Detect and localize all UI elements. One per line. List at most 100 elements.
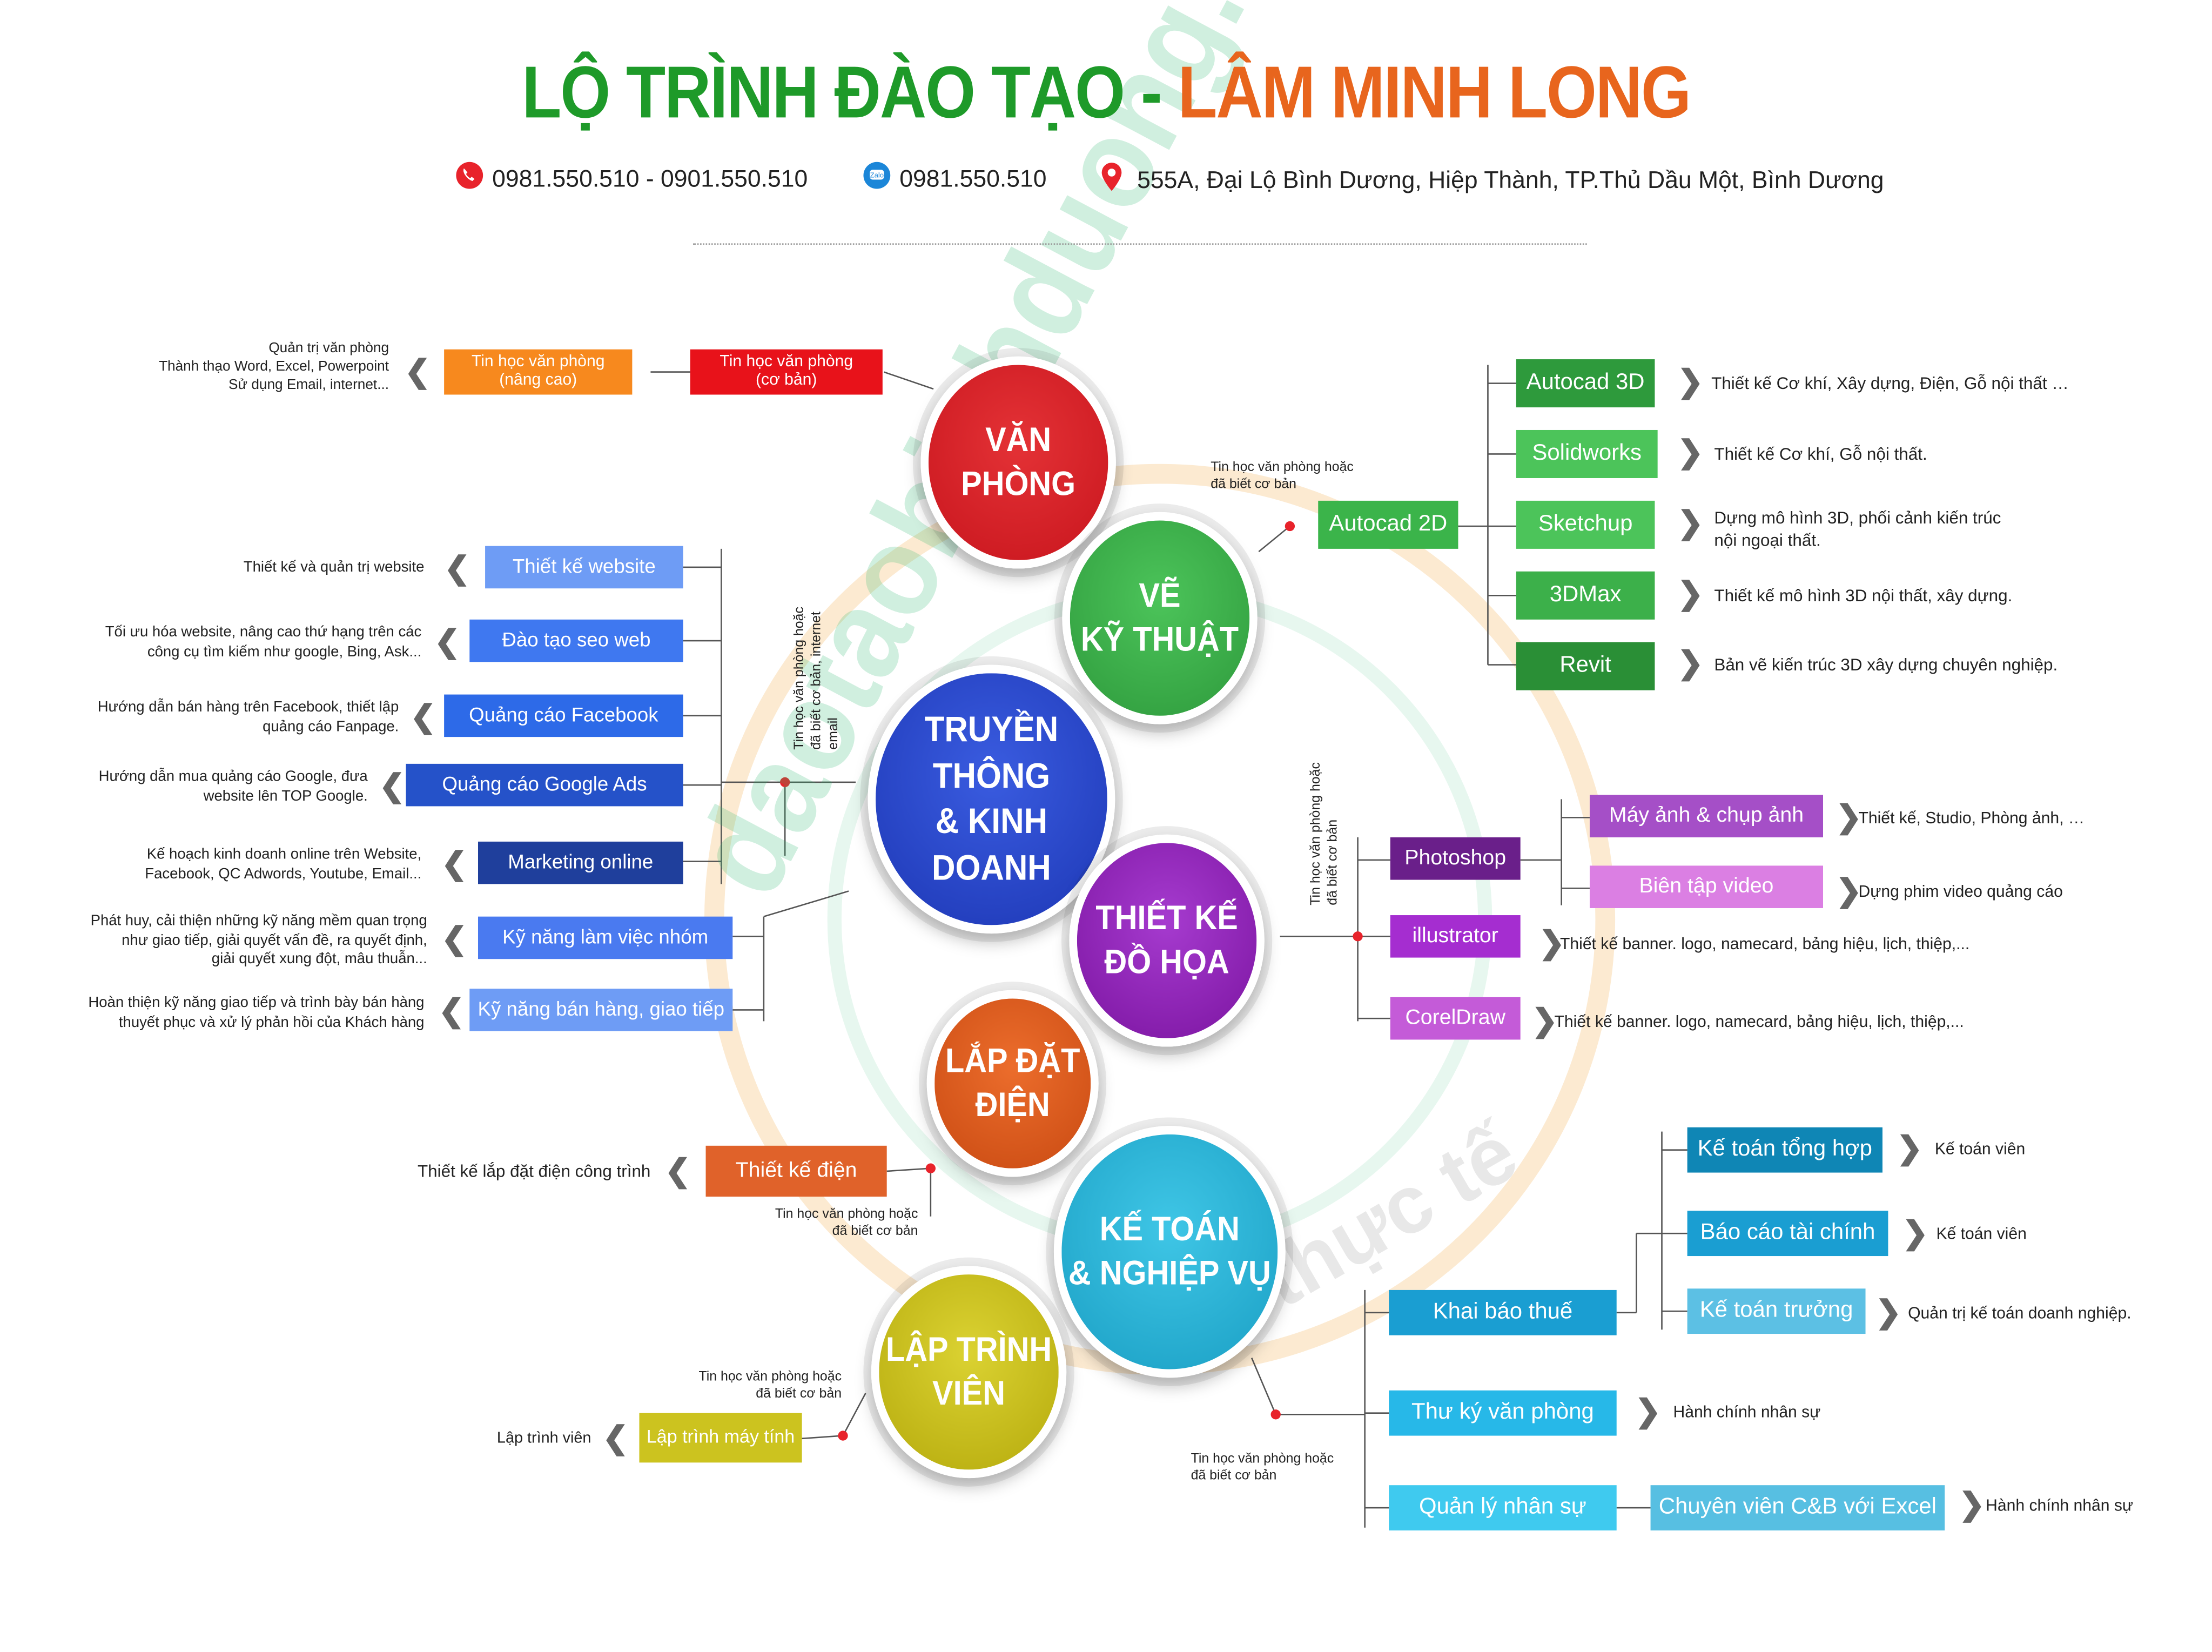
circle-lap-trinh-vien[interactable]: LẬP TRÌNH VIÊN [871, 1266, 1067, 1479]
desc-thiet-ke-dien: Thiết kế lắp đặt điện công trình [417, 1161, 651, 1181]
box-khai-bao-thue[interactable]: Khai báo thuế [1389, 1290, 1617, 1335]
chevron-right-icon: ❯ [1875, 1294, 1902, 1330]
circle-lap-dat-dien[interactable]: LẮP ĐẶT ĐIỆN [926, 990, 1099, 1177]
chevron-right-icon: ❯ [1635, 1393, 1662, 1429]
box-may-anh-chup-anh[interactable]: Máy ảnh & chụp ảnh [1589, 795, 1823, 838]
page-title: LỘ TRÌNH ĐÀO TẠO - LÂM MINH LONG [133, 51, 2080, 136]
chevron-right-icon: ❯ [1531, 1003, 1558, 1038]
contact-address: 555A, Đại Lộ Bình Dương, Hiệp Thành, TP.… [1100, 161, 1884, 199]
box-thu-ky-van-phong[interactable]: Thư ký văn phòng [1389, 1390, 1617, 1436]
note-kt-prereq: Tin học văn phòng hoặc đã biết cơ bản [1191, 1451, 1334, 1484]
circle-ve-ky-thuat[interactable]: VẼ KỸ THUẬT [1062, 512, 1258, 724]
box-dao-tao-seo-web[interactable]: Đào tạo seo web [469, 619, 683, 662]
box-thiet-ke-website[interactable]: Thiết kế website [485, 546, 683, 589]
desc-lap-trinh-vien: Lập trình viên [496, 1430, 591, 1447]
note-dien-prereq: Tin học văn phòng hoặc đã biết cơ bản [775, 1206, 918, 1239]
desc-bien-tap-video: Dựng phim video quảng cáo [1858, 884, 2063, 901]
chevron-right-icon: ❯ [1677, 363, 1704, 399]
desc-ke-toan-truong: Quản trị kế toán doanh nghiệp. [1908, 1305, 2132, 1323]
box-sketchup[interactable]: Sketchup [1516, 500, 1655, 549]
desc-quang-cao-facebook: Hướng dẫn bán hàng trên Facebook, thiết … [97, 699, 399, 735]
box-chuyen-vien-cb[interactable]: Chuyên viên C&B với Excel [1650, 1485, 1945, 1531]
contact-phone: 0981.550.510 - 0901.550.510 [455, 161, 808, 196]
desc-quang-cao-google-ads: Hướng dẫn mua quảng cáo Google, đưa webs… [98, 768, 368, 804]
chevron-left-icon: ❮ [441, 845, 468, 882]
circle-truyen-thong[interactable]: TRUYỀN THÔNG & KINH DOANH [868, 664, 1115, 934]
chevron-right-icon: ❯ [1677, 505, 1704, 541]
note-ltv-prereq: Tin học văn phòng hoặc đã biết cơ bản [698, 1369, 842, 1402]
chevron-right-icon: ❯ [1902, 1215, 1928, 1251]
phone-icon [455, 161, 483, 196]
desc-solidworks: Thiết kế Cơ khí, Gỗ nội thất. [1714, 444, 1927, 464]
chevron-left-icon: ❮ [602, 1420, 629, 1456]
chevron-right-icon: ❯ [1677, 575, 1704, 612]
desc-thu-ky: Hành chính nhân sự [1673, 1404, 1821, 1422]
chevron-left-icon: ❮ [410, 699, 436, 734]
box-revit[interactable]: Revit [1516, 642, 1655, 690]
chevron-right-icon: ❯ [1836, 872, 1862, 908]
chevron-left-icon: ❮ [379, 768, 405, 804]
box-tin-hoc-nang-cao[interactable]: Tin học văn phòng (nâng cao) [444, 349, 633, 395]
chevron-left-icon: ❮ [438, 993, 465, 1029]
desc-quan-ly-nhan-su: Hành chính nhân sự [1986, 1497, 2134, 1515]
box-ke-toan-truong[interactable]: Kế toán trưởng [1687, 1288, 1866, 1334]
chevron-left-icon: ❮ [434, 623, 461, 660]
desc-ky-nang-ban-hang: Hoàn thiện kỹ năng giao tiếp và trình bà… [88, 994, 425, 1031]
chevron-left-icon: ❮ [444, 550, 470, 586]
contact-zalo: Zalo 0981.550.510 [863, 161, 1047, 196]
chevron-right-icon: ❯ [1836, 799, 1862, 835]
location-pin-icon [1100, 161, 1123, 199]
address-text: 555A, Đại Lộ Bình Dương, Hiệp Thành, TP.… [1137, 166, 1884, 193]
box-lap-trinh-may-tinh[interactable]: Lập trình máy tính [639, 1413, 802, 1463]
box-ke-toan-tong-hop[interactable]: Kế toán tổng hợp [1687, 1127, 1882, 1173]
box-quang-cao-facebook[interactable]: Quảng cáo Facebook [444, 694, 683, 737]
chevron-right-icon: ❯ [1959, 1486, 1985, 1522]
desc-3dmax: Thiết kế mô hình 3D nội thất, xây dựng. [1714, 585, 2013, 606]
zalo-icon: Zalo [863, 161, 891, 196]
svg-text:Zalo: Zalo [870, 171, 884, 179]
circle-ke-toan[interactable]: KẾ TOÁN & NGHIỆP VỤ [1053, 1126, 1286, 1378]
box-autocad-3d[interactable]: Autocad 3D [1516, 359, 1655, 408]
desc-bao-cao-tai-chinh: Kế toán viên [1936, 1226, 2027, 1244]
desc-van-phong: Quản trị văn phòng Thành thạo Word, Exce… [159, 341, 389, 393]
chevron-right-icon: ❯ [1897, 1130, 1923, 1166]
box-illustrator[interactable]: illustrator [1390, 915, 1521, 958]
note-vkt-prereq: Tin học văn phòng hoặc đã biết cơ bản [1211, 459, 1354, 492]
box-autocad-2d[interactable]: Autocad 2D [1318, 500, 1458, 549]
chevron-left-icon: ❮ [441, 921, 468, 956]
desc-coreldraw: Thiết kế banner. logo, namecard, bảng hi… [1554, 1014, 1964, 1031]
chevron-left-icon: ❮ [404, 353, 431, 390]
note-tkdh-prereq: Tin học văn phòng hoặc đã biết cơ bản [1308, 762, 1341, 905]
box-bao-cao-tai-chinh[interactable]: Báo cáo tài chính [1687, 1211, 1888, 1257]
desc-revit: Bản vẽ kiến trúc 3D xây dựng chuyên nghi… [1714, 655, 2058, 675]
desc-marketing-online: Kế hoạch kinh doanh online trên Website,… [145, 845, 422, 882]
circle-thiet-ke-do-hoa[interactable]: THIẾT KẾ ĐỒ HỌA [1069, 834, 1265, 1047]
desc-ky-nang-lam-viec-nhom: Phát huy, cải thiện những kỹ năng mềm qu… [90, 912, 427, 968]
box-3dmax[interactable]: 3DMax [1516, 571, 1655, 620]
circle-van-phong[interactable]: VĂN PHÒNG [920, 356, 1116, 569]
box-tin-hoc-co-ban[interactable]: Tin học văn phòng (cơ bản) [690, 349, 883, 395]
note-tt-prereq: Tin học văn phòng hoặc đã biết cơ bản, i… [792, 607, 842, 750]
zalo-number: 0981.550.510 [899, 165, 1047, 192]
box-bien-tap-video[interactable]: Biên tập video [1589, 865, 1823, 908]
box-ky-nang-lam-viec-nhom[interactable]: Kỹ năng làm việc nhóm [478, 916, 733, 959]
box-quan-ly-nhan-su[interactable]: Quản lý nhân sự [1389, 1485, 1617, 1531]
chevron-right-icon: ❯ [1677, 434, 1704, 470]
desc-may-anh: Thiết kế, Studio, Phòng ảnh, … [1858, 810, 2085, 828]
title-part2: LÂM MINH LONG [1178, 52, 1691, 135]
desc-thiet-ke-website: Thiết kế và quản trị website [243, 559, 425, 576]
header-divider [692, 243, 1587, 245]
box-ky-nang-ban-hang[interactable]: Kỹ năng bán hàng, giao tiếp [469, 989, 733, 1031]
box-photoshop[interactable]: Photoshop [1390, 837, 1521, 880]
chevron-right-icon: ❯ [1538, 925, 1565, 961]
phone-number: 0981.550.510 - 0901.550.510 [492, 165, 808, 192]
box-coreldraw[interactable]: CorelDraw [1390, 997, 1521, 1040]
box-thiet-ke-dien[interactable]: Thiết kế điện [705, 1145, 887, 1197]
box-marketing-online[interactable]: Marketing online [478, 841, 683, 884]
box-quang-cao-google-ads[interactable]: Quảng cáo Google Ads [406, 763, 683, 807]
desc-dao-tao-seo-web: Tối ưu hóa website, nâng cao thứ hạng tr… [105, 623, 422, 660]
box-solidworks[interactable]: Solidworks [1516, 429, 1658, 478]
desc-illustrator: Thiết kế banner. logo, namecard, bảng hi… [1559, 936, 1970, 953]
title-part1: LỘ TRÌNH ĐÀO TẠO - [522, 52, 1178, 135]
